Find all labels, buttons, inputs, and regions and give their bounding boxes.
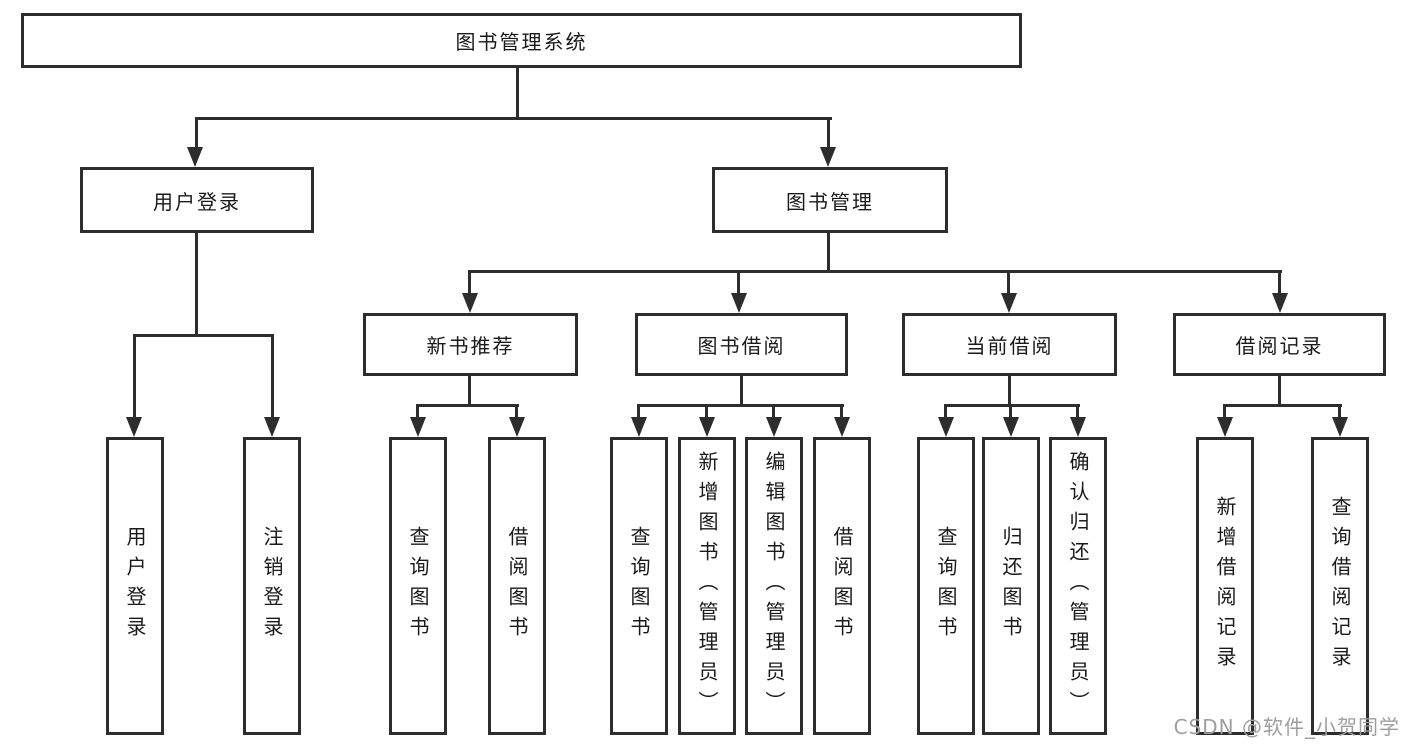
connector-new-book-stem bbox=[468, 376, 471, 407]
node-library-management-system-label: 图书管理系统 bbox=[455, 30, 588, 54]
node-bookborrow-query-book-label: 查询图书 bbox=[627, 526, 651, 646]
connector-book-borrow-stem bbox=[740, 376, 743, 407]
connector-borrow-record-hbar bbox=[1224, 404, 1342, 407]
node-newbook-query-book-label: 查询图书 bbox=[406, 526, 430, 646]
node-currentborrow-return-book-label: 归还图书 bbox=[999, 526, 1023, 646]
node-record-query-borrow-record-label: 查询借阅记录 bbox=[1328, 496, 1352, 676]
connector-new-book-hbar bbox=[417, 404, 519, 407]
node-user-login: 用户登录 bbox=[80, 167, 314, 233]
connector-book-borrow-hbar bbox=[638, 404, 844, 407]
node-leaf-user-login-label: 用户登录 bbox=[123, 526, 147, 646]
connector-book-management-stem bbox=[827, 233, 830, 273]
node-book-borrow: 图书借阅 bbox=[635, 313, 848, 376]
connector-to-current-borrow bbox=[1007, 270, 1010, 294]
node-record-add-borrow-record-label: 新增借阅记录 bbox=[1213, 496, 1237, 676]
node-leaf-logout-login: 注销登录 bbox=[243, 437, 301, 735]
connector-user-login-stem bbox=[195, 233, 198, 337]
node-newbook-borrow-book-label: 借阅图书 bbox=[505, 526, 529, 646]
arrowhead-down-icon bbox=[126, 417, 142, 437]
arrowhead-down-icon bbox=[766, 417, 782, 437]
connector-to-leaf-user-login bbox=[133, 334, 136, 417]
arrowhead-down-icon bbox=[1070, 417, 1086, 437]
node-current-borrow-label: 当前借阅 bbox=[965, 334, 1054, 358]
arrowhead-down-icon bbox=[834, 417, 850, 437]
csdn-watermark: CSDN @软件_小贺同学 bbox=[1173, 715, 1400, 739]
arrowhead-down-icon bbox=[631, 417, 647, 437]
node-currentborrow-return-book: 归还图书 bbox=[982, 437, 1040, 735]
connector-to-book-management bbox=[827, 117, 830, 149]
connector-leaf-stem bbox=[840, 404, 843, 418]
node-new-book-recommend: 新书推荐 bbox=[363, 313, 578, 376]
connector-leaf-stem bbox=[705, 404, 708, 418]
connector-user-login-hbar bbox=[133, 334, 274, 337]
node-book-management-label: 图书管理 bbox=[786, 189, 874, 214]
node-library-management-system: 图书管理系统 bbox=[21, 13, 1022, 68]
connector-current-borrow-hbar bbox=[945, 404, 1080, 407]
arrowhead-down-icon bbox=[264, 417, 280, 437]
arrowhead-down-icon bbox=[410, 417, 426, 437]
arrowhead-down-icon bbox=[462, 293, 478, 313]
connector-root-stem bbox=[516, 68, 519, 118]
node-borrow-record: 借阅记录 bbox=[1173, 313, 1386, 376]
node-currentborrow-confirm-return-admin: 确认归还（管理员） bbox=[1049, 437, 1107, 735]
connector-leaf-stem bbox=[637, 404, 640, 418]
connector-leaf-stem bbox=[1076, 404, 1079, 418]
node-new-book-recommend-label: 新书推荐 bbox=[426, 334, 515, 358]
connector-to-borrow-record bbox=[1278, 270, 1281, 294]
node-bookborrow-edit-book-admin-label: 编辑图书（管理员） bbox=[762, 451, 786, 721]
arrowhead-down-icon bbox=[820, 147, 836, 167]
node-book-management: 图书管理 bbox=[712, 167, 948, 233]
arrowhead-down-icon bbox=[1001, 293, 1017, 313]
arrowhead-down-icon bbox=[1332, 417, 1348, 437]
node-bookborrow-add-book-admin-label: 新增图书（管理员） bbox=[695, 451, 719, 721]
connector-to-user-login bbox=[195, 117, 198, 149]
arrowhead-down-icon bbox=[1272, 293, 1288, 313]
node-bookborrow-borrow-book: 借阅图书 bbox=[813, 437, 871, 735]
node-current-borrow: 当前借阅 bbox=[902, 313, 1117, 376]
node-record-add-borrow-record: 新增借阅记录 bbox=[1196, 437, 1254, 735]
connector-leaf-stem bbox=[944, 404, 947, 418]
arrowhead-down-icon bbox=[1217, 417, 1233, 437]
connector-book-management-hbar bbox=[469, 270, 1282, 273]
node-newbook-query-book: 查询图书 bbox=[389, 437, 447, 735]
node-currentborrow-confirm-return-admin-label: 确认归还（管理员） bbox=[1066, 451, 1090, 721]
node-currentborrow-query-book: 查询图书 bbox=[917, 437, 975, 735]
node-bookborrow-edit-book-admin: 编辑图书（管理员） bbox=[745, 437, 803, 735]
connector-current-borrow-stem bbox=[1008, 376, 1011, 407]
node-leaf-logout-login-label: 注销登录 bbox=[260, 526, 284, 646]
arrowhead-down-icon bbox=[938, 417, 954, 437]
node-bookborrow-borrow-book-label: 借阅图书 bbox=[830, 526, 854, 646]
connector-leaf-stem bbox=[1338, 404, 1341, 418]
node-record-query-borrow-record: 查询借阅记录 bbox=[1311, 437, 1369, 735]
connector-leaf-stem bbox=[1009, 404, 1012, 418]
node-bookborrow-query-book: 查询图书 bbox=[610, 437, 668, 735]
connector-leaf-stem bbox=[772, 404, 775, 418]
arrowhead-down-icon bbox=[731, 293, 747, 313]
connector-borrow-record-stem bbox=[1278, 376, 1281, 407]
arrowhead-down-icon bbox=[509, 417, 525, 437]
node-borrow-record-label: 借阅记录 bbox=[1235, 334, 1324, 358]
connector-to-leaf-logout bbox=[271, 334, 274, 417]
node-newbook-borrow-book: 借阅图书 bbox=[488, 437, 546, 735]
arrowhead-down-icon bbox=[1003, 417, 1019, 437]
connector-leaf-stem bbox=[515, 404, 518, 418]
node-currentborrow-query-book-label: 查询图书 bbox=[934, 526, 958, 646]
node-user-login-label: 用户登录 bbox=[153, 189, 241, 214]
node-leaf-user-login: 用户登录 bbox=[106, 437, 164, 735]
connector-to-book-borrow bbox=[737, 270, 740, 294]
connector-root-hbar bbox=[196, 117, 832, 120]
arrowhead-down-icon bbox=[699, 417, 715, 437]
arrowhead-down-icon bbox=[187, 147, 203, 167]
node-book-borrow-label: 图书借阅 bbox=[697, 334, 786, 358]
connector-to-new-book-recommend bbox=[468, 270, 471, 294]
connector-leaf-stem bbox=[1223, 404, 1226, 418]
node-bookborrow-add-book-admin: 新增图书（管理员） bbox=[678, 437, 736, 735]
connector-leaf-stem bbox=[416, 404, 419, 418]
